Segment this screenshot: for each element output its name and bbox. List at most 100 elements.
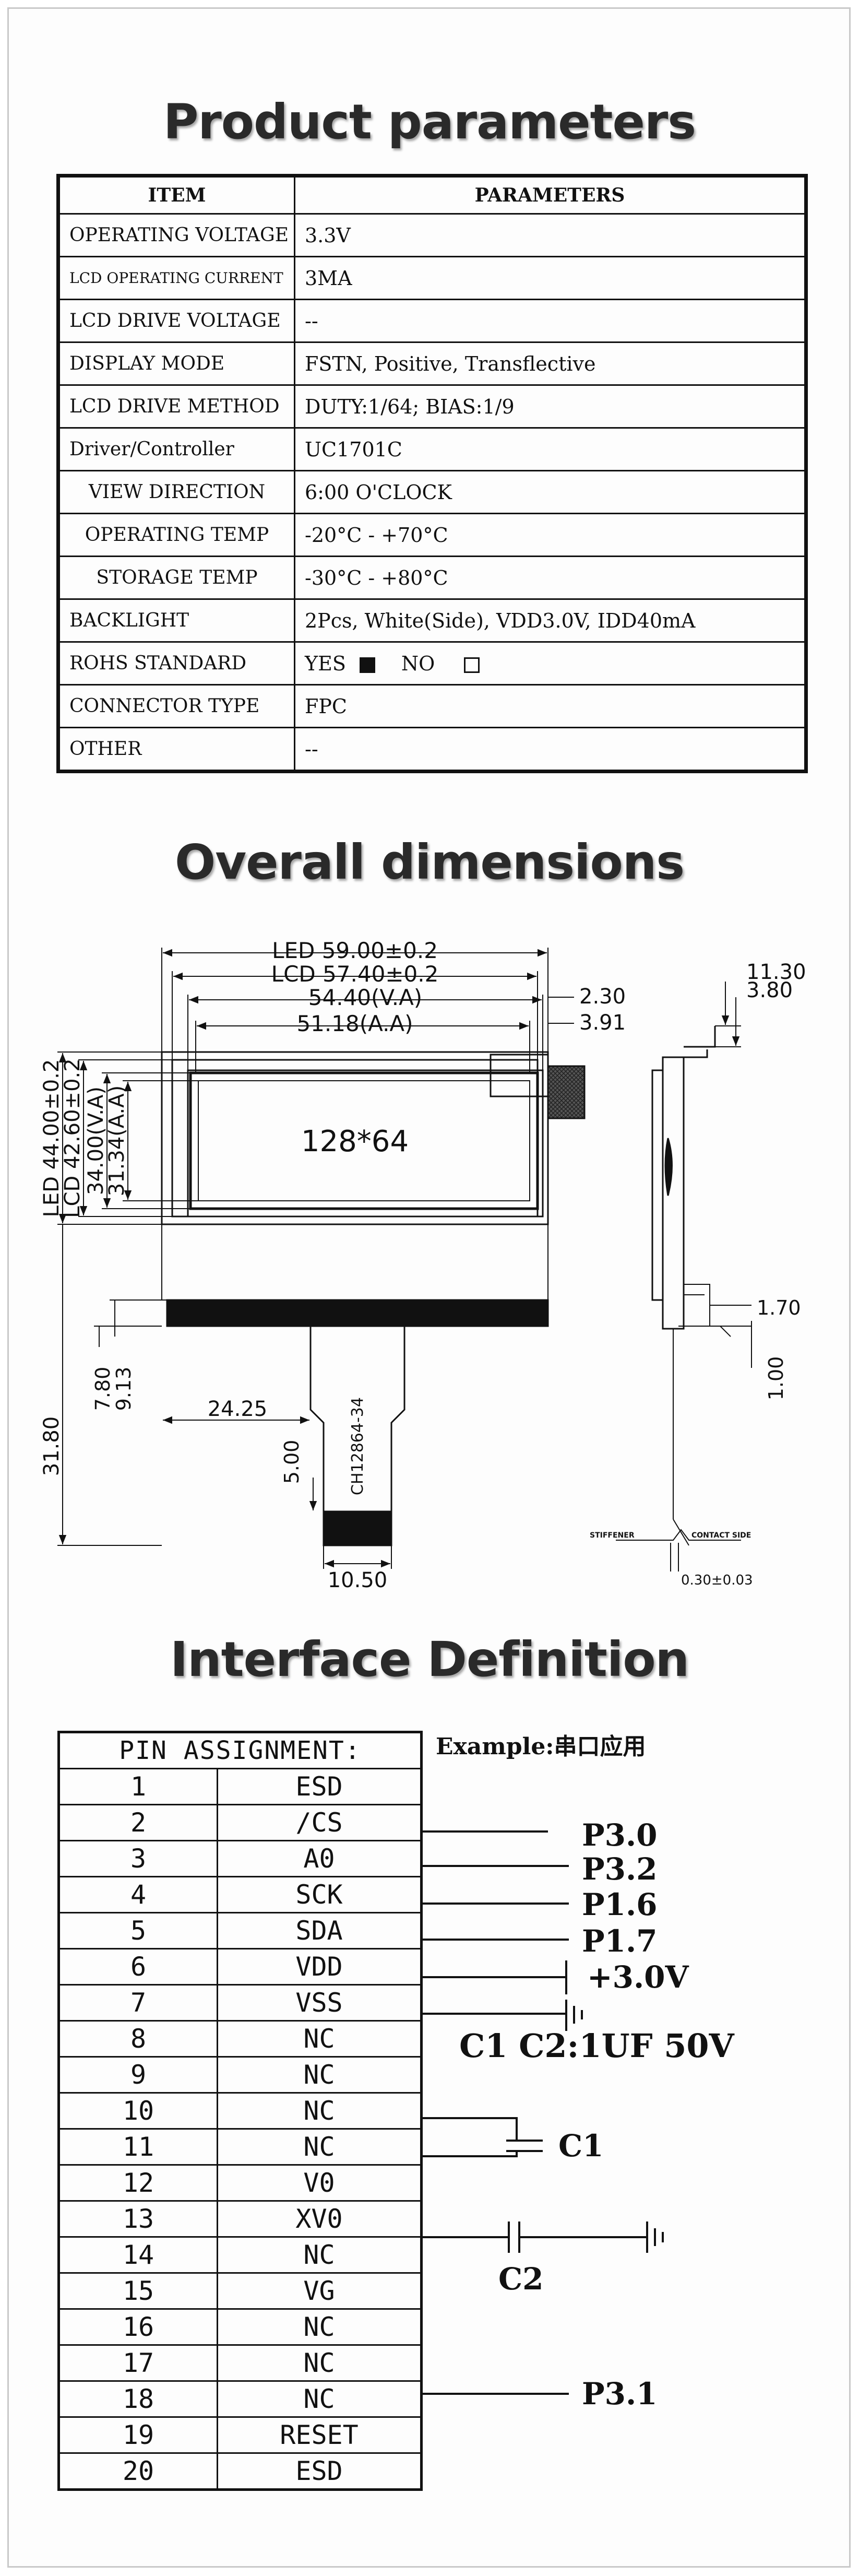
dim-1-00: 1.00 — [765, 1356, 788, 1401]
contact-side-label: CONTACT SIDE — [691, 1531, 751, 1540]
pin-signal: ESD — [217, 1768, 422, 1805]
pin-signal: NC — [217, 2308, 422, 2346]
param-value: 6:00 O'CLOCK — [294, 470, 807, 514]
pin-signal: NC — [217, 2020, 422, 2058]
pin-number: 10 — [58, 2092, 218, 2130]
pin-signal: RESET — [217, 2416, 422, 2454]
dim-aa-width: 51.18(A.A) — [296, 1011, 413, 1036]
param-item: LCD DRIVE METHOD — [57, 384, 295, 429]
param-item: BACKLIGHT — [57, 598, 295, 643]
rohs-yes-label: YES — [305, 652, 346, 675]
dim-1-70: 1.70 — [757, 1296, 801, 1319]
param-value: 3.3V — [294, 213, 807, 257]
header-parameters: PARAMETERS — [294, 175, 807, 215]
pin-signal: NC — [217, 2056, 422, 2094]
dim-7-80: 7.80 — [91, 1367, 114, 1411]
overall-dimensions-title: Overall dimensions — [174, 834, 685, 890]
table-row: 2/CS — [58, 1804, 422, 1841]
dim-31-80: 31.80 — [40, 1416, 64, 1476]
pin-signal: VDD — [217, 1948, 422, 1986]
param-value: -- — [294, 727, 807, 772]
param-item: OPERATING TEMP — [57, 513, 295, 557]
pin-number: 8 — [58, 2020, 218, 2058]
pin-signal: NC — [217, 2092, 422, 2130]
product-parameters-title: Product parameters — [163, 94, 696, 150]
dim-2-30: 2.30 — [579, 985, 626, 1009]
label-vdd: +3.0V — [587, 1959, 689, 1995]
param-value: -30°C - +80°C — [294, 556, 807, 600]
fpc-part-number: CH12864-34 — [349, 1397, 367, 1495]
pin-signal: /CS — [217, 1804, 422, 1841]
table-row: LCD DRIVE VOLTAGE-- — [57, 299, 807, 343]
pin-number: 1 — [58, 1768, 218, 1805]
example-label: Example:串口应用 — [436, 1733, 646, 1760]
pin-number: 18 — [58, 2380, 218, 2418]
param-value: -- — [294, 299, 807, 343]
param-item: VIEW DIRECTION — [57, 470, 295, 514]
pin-number: 5 — [58, 1912, 218, 1949]
stiffener-label: STIFFENER — [590, 1531, 635, 1540]
param-item: LCD OPERATING CURRENT — [57, 256, 295, 300]
pin-signal: NC — [217, 2128, 422, 2166]
unchecked-box-icon — [464, 657, 480, 673]
rohs-no-label: NO — [401, 652, 435, 675]
dim-5-00: 5.00 — [280, 1440, 303, 1484]
side-view — [662, 1056, 685, 1330]
pin-number: 2 — [58, 1804, 218, 1841]
param-value: DUTY:1/64; BIAS:1/9 — [294, 384, 807, 429]
label-p3-0: P3.0 — [582, 1817, 658, 1853]
pin-number: 15 — [58, 2272, 218, 2310]
pin-signal: A0 — [217, 1840, 422, 1877]
pin-signal: V0 — [217, 2164, 422, 2202]
dim-va-height: 34.00(V.A) — [84, 1086, 108, 1195]
param-item: LCD DRIVE VOLTAGE — [57, 299, 295, 343]
dim-3-80: 3.80 — [746, 978, 793, 1002]
connector-block — [547, 1065, 586, 1119]
pin-signal: SCK — [217, 1876, 422, 1913]
pin-signal: NC — [217, 2380, 422, 2418]
pin-number: 14 — [58, 2236, 218, 2274]
param-value: UC1701C — [294, 427, 807, 471]
pin-number: 17 — [58, 2344, 218, 2382]
param-item: Driver/Controller — [57, 427, 295, 471]
pin-header-row: PIN ASSIGNMENT: — [58, 1731, 422, 1769]
wiring-diagram: Example:串口应用 P3.0 P3.2 P1.6 P1.7 +3.0V C… — [423, 1733, 735, 2412]
fpc-contacts — [323, 1510, 392, 1546]
dimension-drawing: LED 59.00±0.2 LCD 57.40±0.2 54.40(V.A) 5… — [40, 938, 806, 1592]
label-c2: C2 — [498, 2261, 544, 2297]
param-item: CONNECTOR TYPE — [57, 684, 295, 728]
table-row: OTHER-- — [57, 727, 807, 772]
param-value: 3MA — [294, 256, 807, 300]
pin-number: 11 — [58, 2128, 218, 2166]
pin-number: 19 — [58, 2416, 218, 2454]
param-value: FPC — [294, 684, 807, 728]
param-item: DISPLAY MODE — [57, 341, 295, 386]
label-p1-6: P1.6 — [582, 1887, 658, 1922]
dim-11-30: 11.30 — [746, 960, 806, 984]
rohs-value: YES NO — [294, 641, 807, 686]
pin-signal: VG — [217, 2272, 422, 2310]
dim-3-91: 3.91 — [579, 1011, 626, 1035]
label-p1-7: P1.7 — [582, 1923, 658, 1959]
dim-24-25: 24.25 — [208, 1397, 268, 1421]
pin-number: 9 — [58, 2056, 218, 2094]
dim-led-height: LED 44.00±0.2 — [40, 1059, 64, 1218]
